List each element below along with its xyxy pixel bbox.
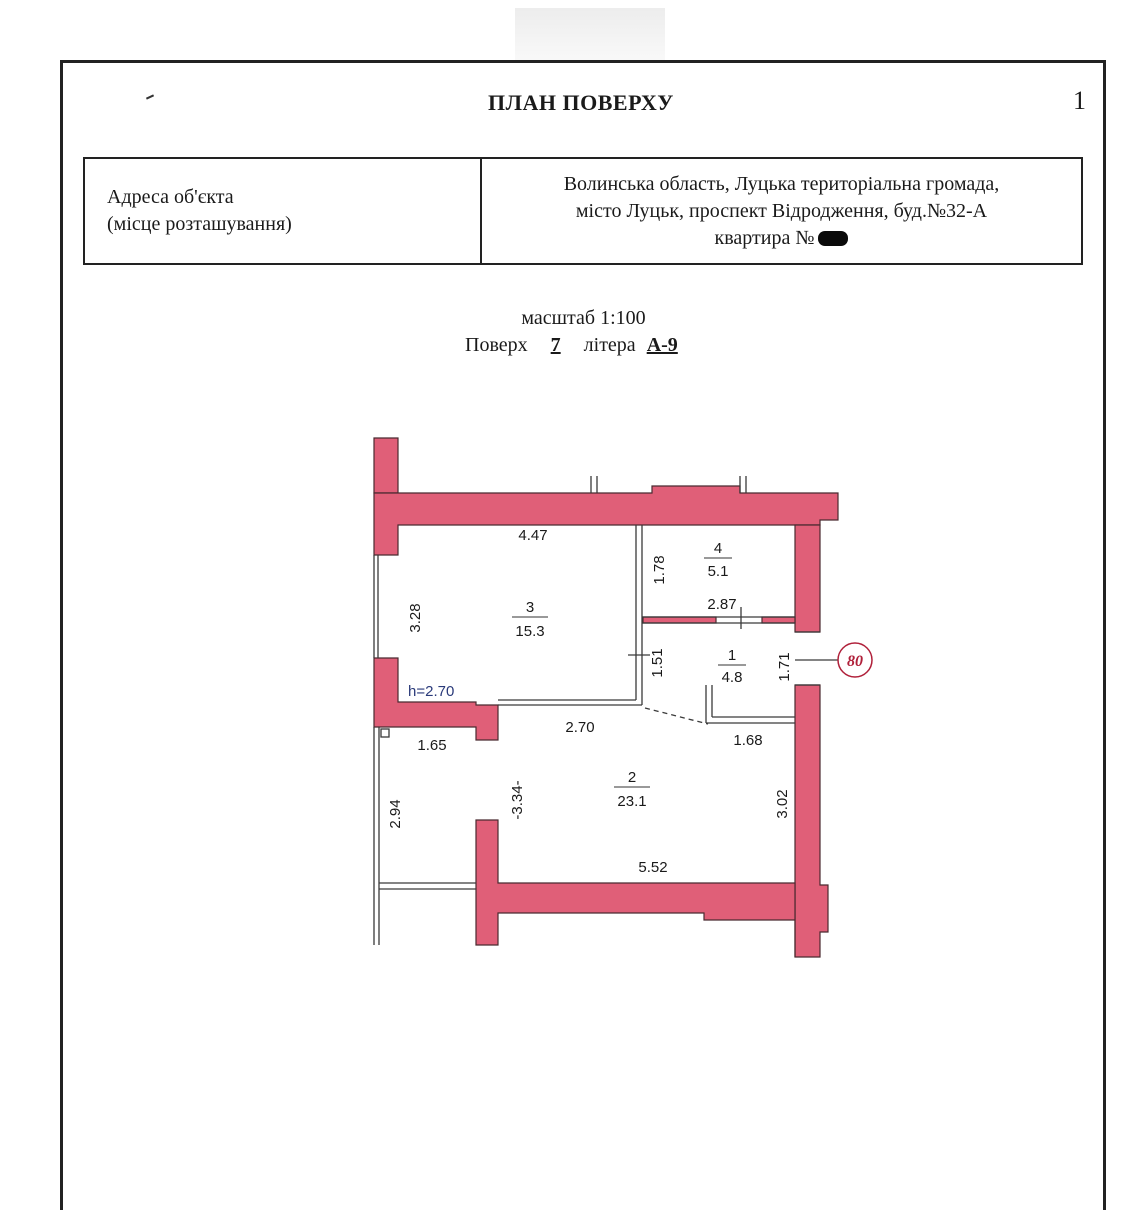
scale-text: масштаб 1:100 [521, 307, 646, 329]
wall-right-lower [794, 684, 829, 958]
room-2-number: 2 [628, 769, 636, 786]
wall-left-upper [373, 437, 399, 494]
dimension-labels: 4.47 3.28 1.78 2.87 1.51 1.71 2.70 1.68 … [387, 527, 793, 876]
dim-balcony-height: 2.94 [387, 799, 404, 828]
marker-circle [837, 642, 873, 678]
room-1-number: 1 [728, 647, 736, 664]
address-value-cell: Волинська область, Луцька територіальна … [480, 157, 1083, 265]
partition-4-1-left [642, 616, 717, 624]
dim-room2-top: 2.70 [565, 719, 594, 736]
marker-label: 80 [847, 653, 863, 670]
partition-4-1-right [761, 616, 796, 624]
marker: 80 [837, 642, 873, 678]
letter-label: літера [583, 334, 636, 356]
dim-room1-bottom: 1.68 [733, 732, 762, 749]
dim-room1-left: 1.51 [649, 648, 666, 677]
dim-room4-height: 1.78 [651, 555, 668, 584]
dim-room4-width: 2.87 [707, 596, 736, 613]
wall-right-upper [794, 524, 821, 633]
letter-value: А-9 [646, 334, 678, 356]
room-1-area: 4.8 [722, 669, 743, 686]
dim-room2-right: 3.02 [774, 789, 791, 818]
room-3-number: 3 [526, 599, 534, 616]
floor-line: Поверх 7 літера А-9 [465, 334, 678, 357]
page-title: ПЛАН ПОВЕРХУ [488, 90, 674, 115]
address-label-line1: Адреса об'єкта [107, 186, 234, 208]
redacted-apartment-number [818, 231, 849, 247]
room-3-area: 15.3 [515, 623, 544, 640]
address-label-cell: Адреса об'єкта (місце розташування) [83, 157, 482, 265]
address-value-line3: квартира № [494, 225, 1069, 252]
apartment-label: квартира № [714, 226, 815, 249]
dim-room3-height: 3.28 [407, 603, 424, 632]
thin-lines [373, 476, 838, 945]
room-4-number: 4 [714, 540, 722, 557]
wall-bottom [475, 819, 796, 957]
scan-shadow [515, 8, 665, 60]
room-4-area: 5.1 [708, 563, 729, 580]
dim-room2-left: -3.34- [509, 780, 526, 819]
walls [373, 437, 839, 958]
page-frame [60, 60, 1106, 1210]
address-value-line2: місто Луцьк, проспект Відродження, буд.№… [575, 199, 988, 222]
dim-room1-right: 1.71 [776, 652, 793, 681]
wall-top [373, 485, 839, 556]
dim-balcony-top: 1.65 [417, 737, 446, 754]
room-labels: 3 15.3 4 5.1 1 4.8 2 23.1 h=2.70 [408, 540, 746, 810]
dim-room2-bottom: 5.52 [638, 859, 667, 876]
ceiling-height: h=2.70 [408, 683, 454, 700]
address-value-line1: Волинська область, Луцька територіальна … [563, 172, 1000, 195]
address-table: Адреса об'єкта (місце розташування) Воли… [83, 157, 1083, 265]
room-2-area: 23.1 [617, 793, 646, 810]
address-label-line2: (місце розташування) [107, 213, 292, 235]
page-number: 1 [1073, 86, 1086, 115]
floor-value: 7 [550, 334, 561, 356]
floor-label: Поверх [465, 334, 528, 356]
dim-room3-width: 4.47 [518, 527, 547, 544]
